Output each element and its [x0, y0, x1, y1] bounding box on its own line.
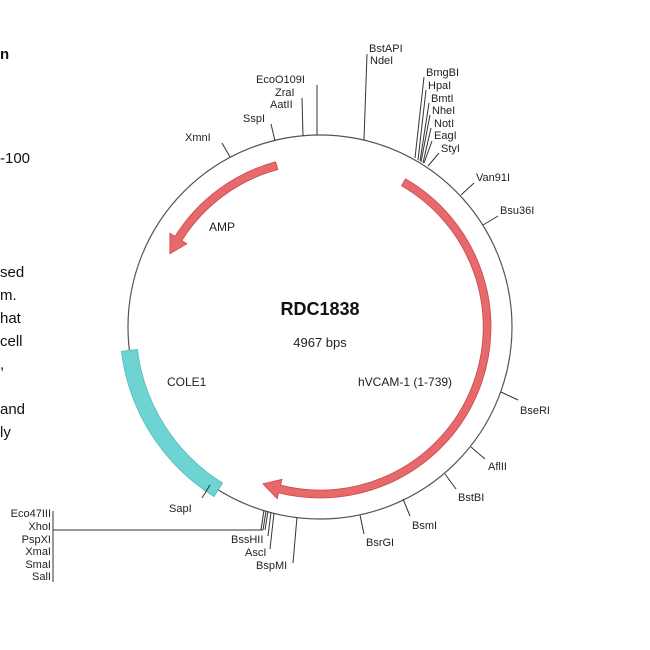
site-line-bsu36i — [482, 215, 499, 226]
site-label-xmni: XmnI — [185, 132, 211, 144]
site-label-bmgbi: BmgBI — [426, 67, 459, 79]
site-line-mcs-a — [260, 509, 265, 531]
side-text-fragment: cell — [0, 333, 23, 350]
site-line-bstapi — [363, 53, 368, 141]
side-text-fragment: ly — [0, 424, 11, 441]
site-line-bsshii — [267, 511, 272, 537]
plasmid-name: RDC1838 — [280, 299, 359, 319]
site-label-hpai: HpaI — [428, 80, 451, 92]
site-label-xhoi: XhoI — [28, 521, 51, 533]
site-label-bstapi: BstAPI — [369, 43, 403, 55]
site-line-mcs-c — [264, 510, 269, 531]
site-line-bseri — [500, 391, 519, 401]
site-line-mcs-b — [262, 510, 267, 531]
site-label-eco47iii: Eco47III — [11, 508, 51, 520]
feature-label-amp: AMP — [209, 220, 235, 234]
site-label-ndei: NdeI — [370, 55, 393, 67]
site-label-bseri: BseRI — [520, 405, 550, 417]
site-label-sapi: SapI — [169, 503, 192, 515]
site-label-styi: StyI — [441, 143, 460, 155]
site-label-bsmi: BsmI — [412, 520, 437, 532]
site-label-zrai: ZraI — [275, 87, 295, 99]
plasmid-length: 4967 bps — [293, 335, 347, 350]
site-line-aflii — [470, 446, 486, 460]
side-text-fragment: hat — [0, 310, 21, 327]
site-label-bsrgi: BsrGI — [366, 537, 394, 549]
site-label-bsshii: BssHII — [231, 534, 263, 546]
side-text-fragment: and — [0, 401, 26, 418]
site-label-aflii: AflII — [488, 461, 507, 473]
site-label-bmti: BmtI — [431, 93, 454, 105]
feature-amp-arrow[interactable] — [169, 161, 279, 255]
site-line-nhei — [420, 114, 431, 163]
site-label-bsu36i: Bsu36I — [500, 205, 534, 217]
feature-cole1-bar[interactable] — [121, 348, 224, 498]
site-line-noti — [422, 127, 432, 164]
site-line-hpai — [417, 89, 427, 161]
site-label-xmai: XmaI — [25, 546, 51, 558]
site-label-nhei: NheI — [432, 105, 455, 117]
site-line-xmni — [221, 142, 231, 158]
feature-hvcam1-arrow[interactable] — [262, 178, 492, 500]
site-line-bsmi — [402, 498, 411, 517]
site-line-bsrgi — [359, 514, 365, 535]
site-label-bstbi: BstBI — [458, 492, 484, 504]
site-label-eagi: EagI — [434, 130, 457, 142]
site-label-ecoo109i: EcoO109I — [256, 74, 305, 86]
site-line-bstbi — [444, 473, 457, 490]
site-line-sapi — [201, 484, 211, 499]
feature-label-cole1: COLE1 — [167, 375, 207, 389]
side-text-fragment: -100 — [0, 150, 31, 167]
side-text-fragment: , — [0, 356, 5, 373]
site-lines — [52, 53, 519, 582]
site-label-sspi: SspI — [243, 113, 265, 125]
site-line-bspmi — [292, 516, 298, 564]
site-line-sspi — [270, 123, 276, 142]
side-text-fragment: sed — [0, 264, 25, 281]
site-label-van91i: Van91I — [476, 172, 510, 184]
site-label-sali: SalI — [32, 571, 51, 583]
site-label-asci: AscI — [245, 547, 266, 559]
site-line-aatii — [301, 97, 304, 137]
site-label-bspmi: BspMI — [256, 560, 287, 572]
site-line-bmti — [419, 102, 430, 162]
feature-label-hvcam1: hVCAM-1 (1-739) — [358, 375, 452, 389]
site-line-eagi — [423, 140, 433, 164]
site-line-bmgbi — [414, 76, 425, 159]
site-line-styi — [427, 152, 440, 167]
plasmid-backbone — [127, 134, 513, 520]
site-label-pspxi: PspXI — [22, 534, 51, 546]
site-line-asci — [269, 512, 275, 550]
site-label-aatii: AatII — [270, 99, 293, 111]
side-text-fragment: n — [0, 46, 10, 63]
site-line-van91i — [460, 182, 475, 196]
site-label-smai: SmaI — [25, 559, 51, 571]
site-label-noti: NotI — [434, 118, 454, 130]
side-text-fragment: m. — [0, 287, 17, 304]
